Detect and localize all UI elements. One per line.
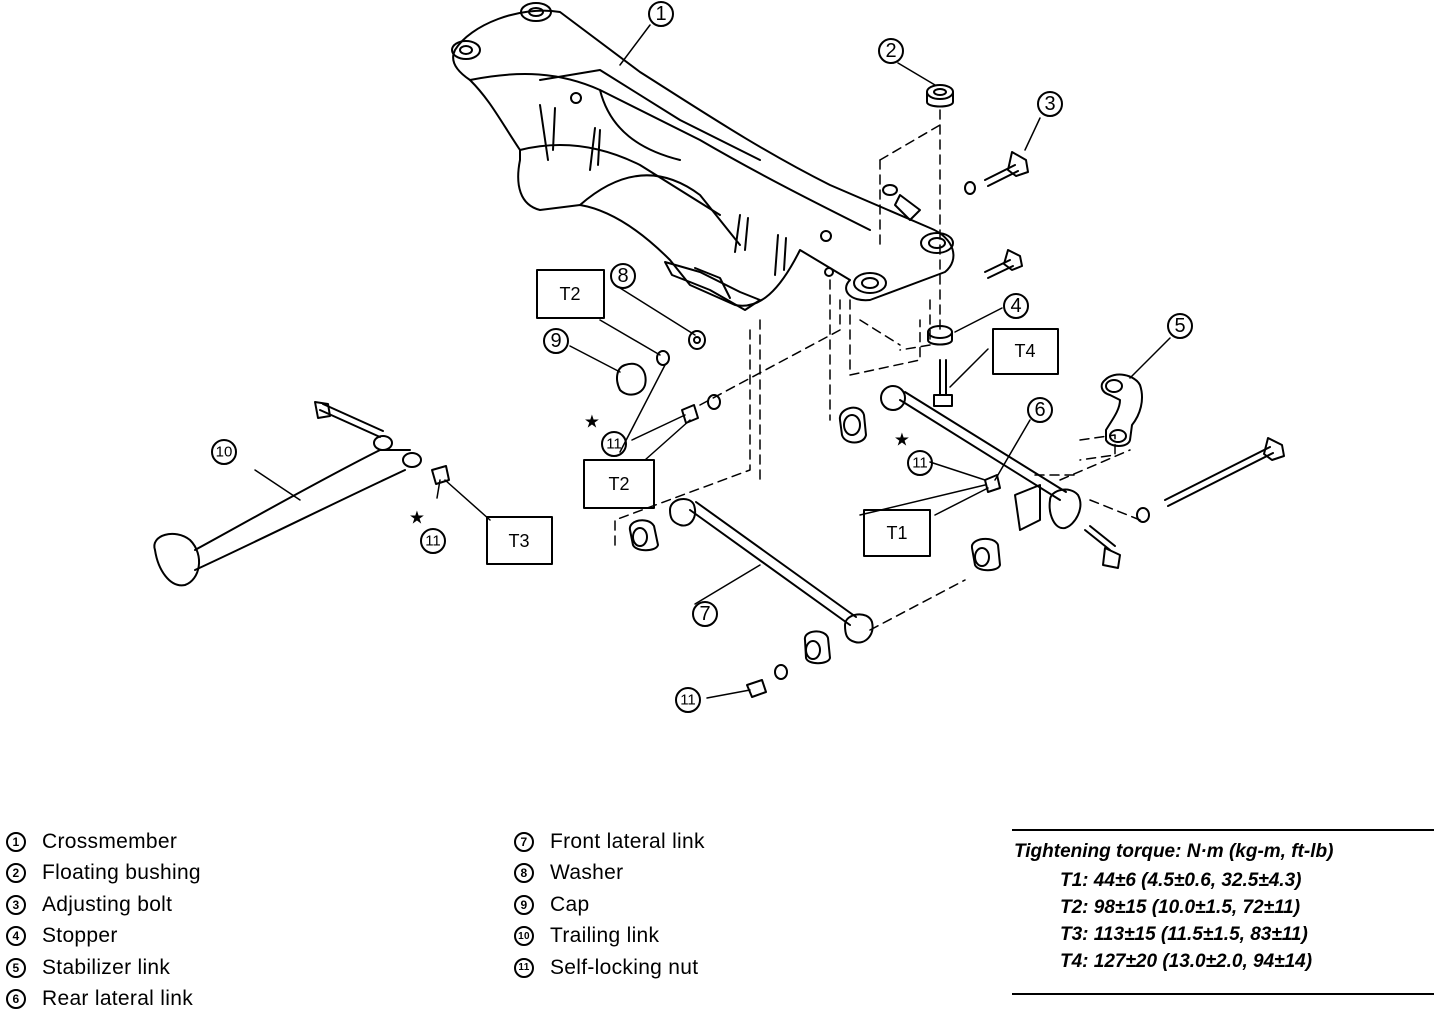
callout-4: 4	[1010, 295, 1021, 317]
callout-5: 5	[1174, 315, 1185, 337]
legend-number: 11	[514, 958, 534, 978]
assembly-leader-lines	[615, 110, 1140, 630]
legend-label: Stabilizer link	[42, 956, 170, 980]
torque-heading: Tightening torque: N·m (kg-m, ft-lb)	[1012, 831, 1434, 867]
callout-6: 6	[1034, 399, 1045, 421]
star-mark-upper: ★	[584, 412, 600, 433]
legend-label: Crossmember	[42, 830, 177, 854]
front-lateral-link-drawing	[630, 499, 1000, 697]
legend-item: 4 Stopper	[6, 921, 201, 953]
adjusting-bolt-drawing	[883, 152, 1028, 220]
callout-9: 9	[550, 330, 561, 352]
callout-7: 7	[699, 603, 710, 625]
legend-item: 6 Rear lateral link	[6, 984, 201, 1015]
callout-8: 8	[617, 265, 628, 287]
torque-spec-t2: T2: 98±15 (10.0±1.5, 72±11)	[1012, 894, 1434, 921]
star-mark-right: ★	[894, 430, 910, 451]
legend-item: 2 Floating bushing	[6, 858, 201, 890]
legend-item: 10 Trailing link	[514, 921, 705, 953]
legend-number: 7	[514, 832, 534, 852]
legend-number: 10	[514, 926, 534, 946]
legend-number: 8	[514, 863, 534, 883]
callout-2: 2	[885, 40, 896, 62]
exploded-parts-diagram: 1 2 3 4 5 6 7 8 9 10 11 11 11 11 T2 T2 T…	[0, 0, 1456, 800]
legend-number: 2	[6, 863, 26, 883]
torque-spec-t1: T1: 44±6 (4.5±0.6, 32.5±4.3)	[1012, 867, 1434, 894]
legend-item: 7 Front lateral link	[514, 826, 705, 858]
tightening-torque-table: Tightening torque: N·m (kg-m, ft-lb) T1:…	[1012, 829, 1434, 995]
legend-label: Washer	[550, 861, 623, 885]
torque-spec-t4: T4: 127±20 (13.0±2.0, 94±14)	[1012, 948, 1434, 975]
long-bolt-drawing	[1085, 438, 1284, 568]
callout-11-lower: 11	[680, 692, 696, 709]
torque-label-boxes	[487, 270, 1058, 564]
legend-number: 5	[6, 958, 26, 978]
callout-1: 1	[655, 3, 666, 25]
legend-label: Floating bushing	[42, 861, 201, 885]
cap-drawing	[617, 364, 646, 395]
legend-label: Trailing link	[550, 924, 659, 948]
torque-box-t2-upper: T2	[559, 284, 580, 304]
legend-column-2: 7 Front lateral link 8 Washer 9 Cap 10 Trail…	[514, 826, 705, 984]
legend-item: 5 Stabilizer link	[6, 952, 201, 984]
legend-item: 3 Adjusting bolt	[6, 889, 201, 921]
stopper-bolt-drawing	[985, 250, 1022, 278]
legend-item: 8 Washer	[514, 858, 705, 890]
legend-number: 6	[6, 989, 26, 1009]
torque-spec-t3: T3: 113±15 (11.5±1.5, 83±11)	[1012, 921, 1434, 948]
star-mark-left: ★	[409, 508, 425, 529]
legend-number: 3	[6, 895, 26, 915]
t4-bolt-drawing	[934, 360, 952, 406]
legend-number: 1	[6, 832, 26, 852]
callout-11-right: 11	[912, 455, 928, 472]
torque-box-t1: T1	[886, 523, 907, 543]
callout-11-upper: 11	[606, 436, 622, 453]
legend-label: Adjusting bolt	[42, 893, 172, 917]
legend-label: Stopper	[42, 924, 118, 948]
legend-column-1: 1 Crossmember 2 Floating bushing 3 Adjustin…	[6, 826, 201, 1015]
torque-box-t2-lower: T2	[608, 474, 629, 494]
legend-label: Cap	[550, 893, 589, 917]
floating-bushing-drawing	[927, 85, 953, 107]
callout-10: 10	[216, 444, 233, 461]
callout-3: 3	[1044, 93, 1055, 115]
callout-leaders	[255, 25, 1170, 698]
legend-label: Rear lateral link	[42, 987, 193, 1011]
legend-label: Self-locking nut	[550, 956, 698, 980]
torque-box-t3: T3	[508, 531, 529, 551]
washer-drawing	[689, 331, 705, 349]
legend-item: 9 Cap	[514, 889, 705, 921]
stabilizer-link-drawing	[1102, 375, 1142, 446]
legend-item: 1 Crossmember	[6, 826, 201, 858]
callout-11-left: 11	[425, 533, 441, 550]
torque-box-t4: T4	[1014, 341, 1035, 361]
legend-label: Front lateral link	[550, 830, 705, 854]
legend-item: 11 Self-locking nut	[514, 952, 705, 984]
trailing-link-drawing	[154, 402, 421, 585]
legend-number: 4	[6, 926, 26, 946]
legend-number: 9	[514, 895, 534, 915]
